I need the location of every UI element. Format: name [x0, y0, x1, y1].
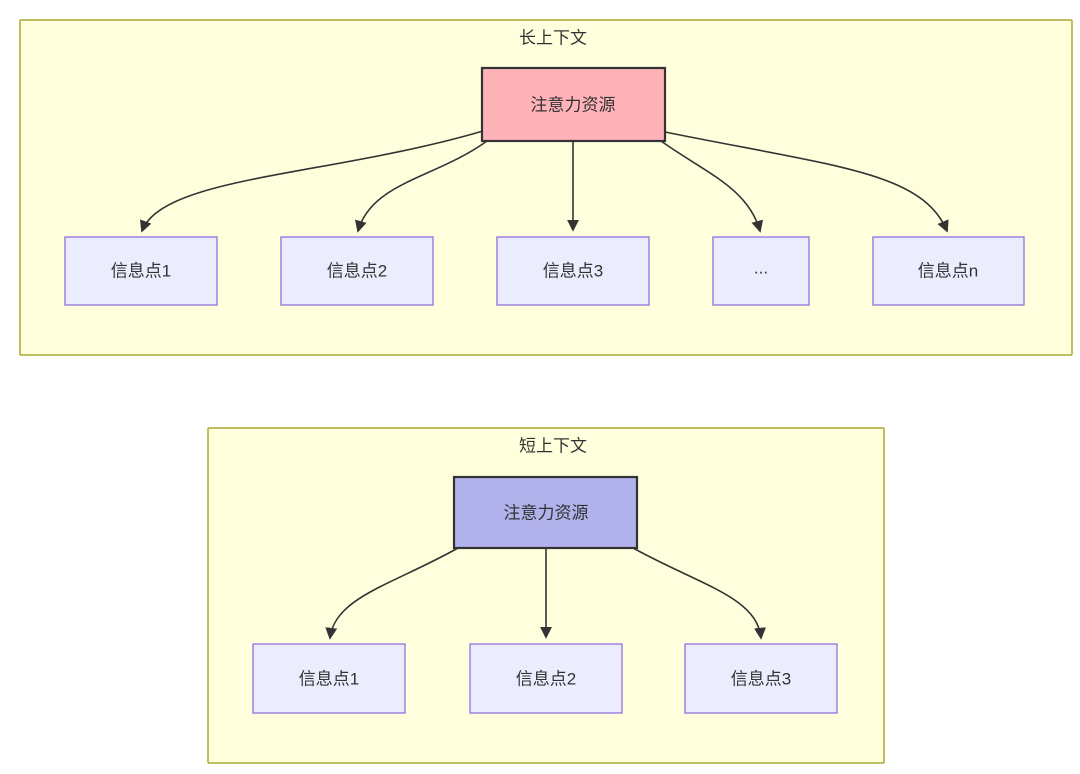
info-node-long-ellipsis: ... [712, 236, 810, 306]
info-box-short-1 [252, 643, 406, 714]
info-node-long-1: 信息点1 [64, 236, 218, 306]
info-node-long-3: 信息点3 [496, 236, 650, 306]
edge-long-1 [140, 130, 484, 233]
edge-short-3 [632, 547, 766, 640]
short-context-title: 短上下文 [519, 437, 587, 456]
info-label-short-2: 信息点2 [516, 670, 576, 689]
long-context-edges [140, 130, 949, 233]
info-node-short-2: 信息点2 [469, 643, 623, 714]
info-label-long-ellipsis: ... [754, 259, 768, 278]
info-label-short-1: 信息点1 [299, 670, 359, 689]
short-context-edges [325, 547, 766, 640]
info-label-long-n: 信息点n [918, 262, 978, 281]
info-box-long-2 [280, 236, 434, 306]
info-box-short-2 [469, 643, 623, 714]
attention-resource-box-long [480, 66, 667, 143]
info-label-long-1: 信息点1 [111, 262, 171, 281]
info-label-long-3: 信息点3 [543, 262, 603, 281]
info-label-short-3: 信息点3 [731, 670, 791, 689]
info-node-short-3: 信息点3 [684, 643, 838, 714]
info-box-long-3 [496, 236, 650, 306]
info-box-long-1 [64, 236, 218, 306]
info-label-long-2: 信息点2 [327, 262, 387, 281]
short-context-panel: 短上下文 注意力资源 信息点1 信息点2 信息点3 [207, 427, 885, 764]
short-context-root-node: 注意力资源 [452, 475, 639, 550]
attention-resource-label-long: 注意力资源 [531, 96, 616, 115]
edge-long-2 [355, 140, 488, 233]
long-context-panel: 长上下文 注意力资源 信息点1 信息点2 信息点3 . [19, 19, 1073, 356]
info-box-long-n [872, 236, 1025, 306]
info-node-long-n: 信息点n [872, 236, 1025, 306]
long-context-root-node: 注意力资源 [480, 66, 667, 143]
info-node-long-2: 信息点2 [280, 236, 434, 306]
info-box-short-3 [684, 643, 838, 714]
attention-resource-label-short: 注意力资源 [504, 504, 589, 523]
edge-short-1 [325, 547, 459, 640]
info-node-short-1: 信息点1 [252, 643, 406, 714]
info-box-long-ellipsis [712, 236, 810, 306]
edge-long-5 [664, 131, 949, 233]
attention-resource-box-short [452, 475, 639, 550]
long-context-title: 长上下文 [519, 29, 587, 48]
edge-long-4 [660, 140, 764, 233]
